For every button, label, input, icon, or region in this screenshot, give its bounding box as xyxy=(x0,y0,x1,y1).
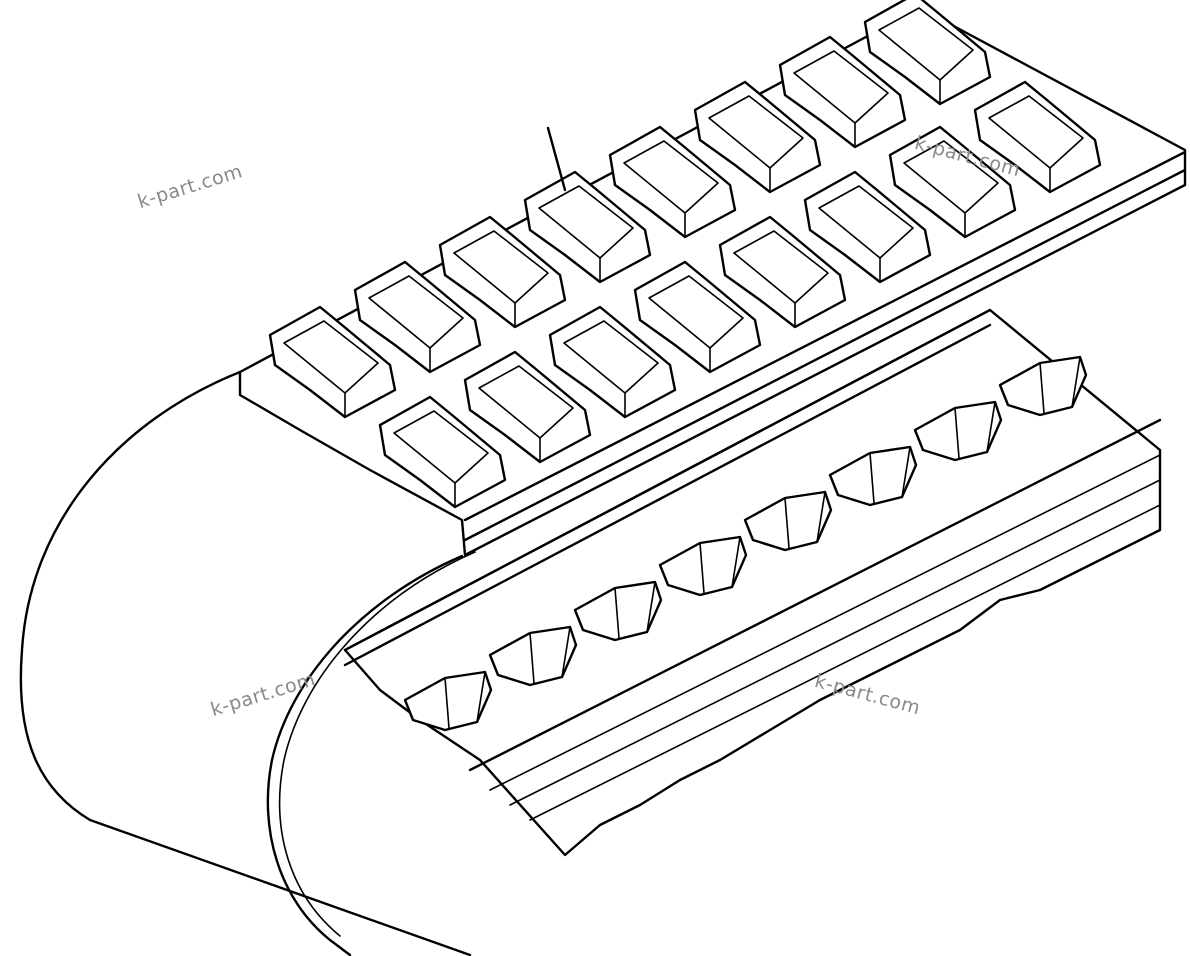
upper-lug-back xyxy=(693,80,822,194)
upper-lug-back xyxy=(608,125,737,239)
track-loop xyxy=(19,370,476,956)
leader-line xyxy=(546,126,567,192)
lower-guide-tooth xyxy=(828,445,918,507)
upper-lug-front xyxy=(973,80,1102,194)
upper-lug-front xyxy=(378,395,507,509)
lower-guides xyxy=(403,355,1088,732)
upper-lug-back xyxy=(438,215,567,329)
lower-guide-tooth xyxy=(573,580,663,642)
upper-lug-front xyxy=(803,170,932,284)
lower-guide-tooth xyxy=(488,625,578,687)
upper-lug-front xyxy=(888,125,1017,239)
upper-lug-front xyxy=(633,260,762,374)
lower-guide-tooth xyxy=(998,355,1088,417)
lower-guide-tooth xyxy=(743,490,833,552)
upper-lug-back xyxy=(268,305,397,419)
upper-lug-back xyxy=(353,260,482,374)
upper-lug-front xyxy=(548,305,677,419)
upper-lug-back xyxy=(863,0,992,106)
lower-guide-tooth xyxy=(913,400,1003,462)
upper-lug-front xyxy=(463,350,592,464)
lower-guide-tooth xyxy=(403,670,493,732)
upper-lug-front xyxy=(718,215,847,329)
upper-lug-back xyxy=(523,170,652,284)
upper-lugs xyxy=(268,0,1102,509)
lower-guide-tooth xyxy=(658,535,748,597)
upper-lug-back xyxy=(778,35,907,149)
